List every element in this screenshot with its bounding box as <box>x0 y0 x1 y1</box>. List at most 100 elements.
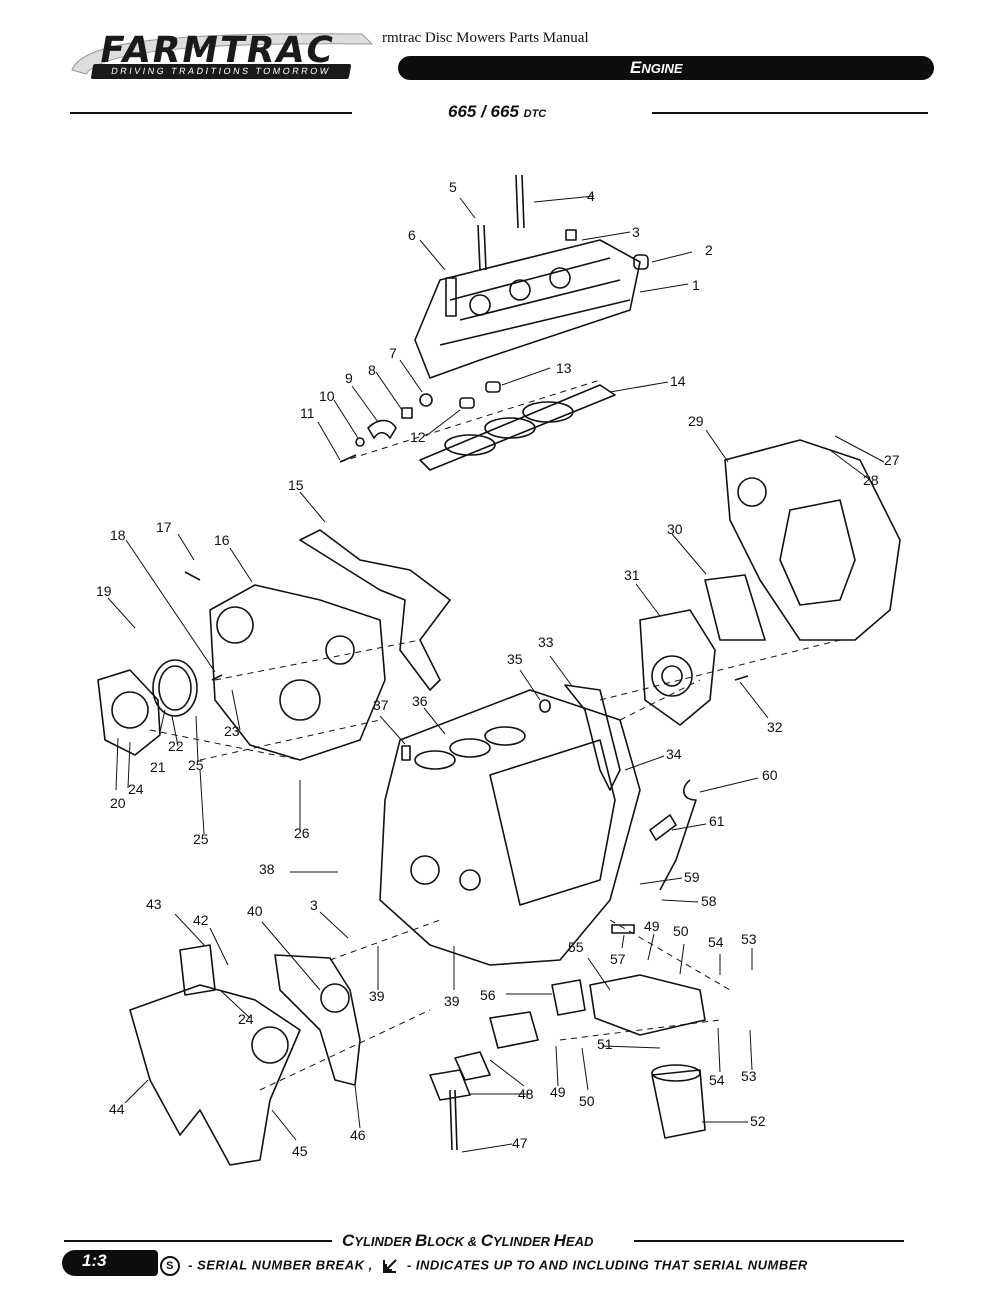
callout-56: 56 <box>480 987 496 1003</box>
callout-3a: 3 <box>632 224 640 240</box>
callout-37: 37 <box>373 697 389 713</box>
callout-46: 46 <box>350 1127 366 1143</box>
oil-filter <box>651 1069 706 1139</box>
title-part: B <box>414 1231 428 1250</box>
up-to-arrow-icon <box>382 1259 397 1273</box>
callout-53a: 53 <box>741 1068 757 1084</box>
callout-55: 55 <box>568 939 584 955</box>
callout-8: 8 <box>368 362 376 378</box>
title-part: H <box>553 1231 566 1250</box>
header-rule-left <box>70 112 352 114</box>
header-rule-right <box>652 112 928 114</box>
page-badge <box>62 1250 158 1276</box>
callout-44: 44 <box>109 1101 125 1117</box>
callout-19: 19 <box>96 583 112 599</box>
callout-11: 11 <box>300 405 315 421</box>
callout-58: 58 <box>701 893 717 909</box>
callout-49b: 49 <box>644 918 660 934</box>
section-label-rest: NGINE <box>641 61 683 76</box>
callout-40: 40 <box>247 903 263 919</box>
callout-24a: 24 <box>128 781 144 797</box>
callout-38: 38 <box>259 861 275 877</box>
callout-7: 7 <box>389 345 397 361</box>
callout-39a: 39 <box>369 988 385 1004</box>
callout-54b: 54 <box>708 934 724 950</box>
callout-15: 15 <box>288 477 304 493</box>
callout-36: 36 <box>412 693 428 709</box>
callout-49a: 49 <box>550 1084 566 1100</box>
callout-57: 57 <box>610 951 626 967</box>
page-number: 1:3 <box>82 1251 107 1270</box>
callout-21: 21 <box>150 759 166 775</box>
callout-14: 14 <box>670 373 686 389</box>
callout-3b: 3 <box>310 897 318 913</box>
callout-33: 33 <box>538 634 554 650</box>
diagram-title: CYLINDER BLOCK & CYLINDER HEAD <box>342 1231 593 1251</box>
model-heading: 665 / 665 DTC <box>448 102 546 122</box>
front-plate <box>129 984 301 1166</box>
oil-pump <box>589 974 706 1036</box>
callout-10: 10 <box>319 388 335 404</box>
callout-50a: 50 <box>579 1093 595 1109</box>
manual-title: rmtrac Disc Mowers Parts Manual <box>382 30 589 46</box>
callout-6: 6 <box>408 227 416 243</box>
callout-48: 48 <box>518 1086 534 1102</box>
callout-32: 32 <box>767 719 783 735</box>
callout-34: 34 <box>666 746 682 762</box>
callout-31: 31 <box>624 567 640 583</box>
cylinder-head <box>414 239 641 379</box>
callout-24b: 24 <box>238 1011 254 1027</box>
section-banner <box>398 56 934 80</box>
serial-break-icon: S <box>160 1256 180 1276</box>
callout-9: 9 <box>345 370 353 386</box>
serial-break-text: - SERIAL NUMBER BREAK , <box>188 1257 373 1273</box>
callout-39b: 39 <box>444 993 460 1009</box>
callout-22: 22 <box>168 738 184 754</box>
exploded-parts-diagram: 1 2 3 4 5 6 7 8 9 10 11 12 13 14 15 16 1… <box>96 174 901 1166</box>
callout-28: 28 <box>863 472 879 488</box>
title-part: LOCK & <box>427 1234 481 1249</box>
callout-18: 18 <box>110 527 126 543</box>
callout-12: 12 <box>410 429 426 445</box>
callout-43: 43 <box>146 896 162 912</box>
rear-plate <box>724 439 901 641</box>
head-gasket <box>419 384 616 471</box>
callout-35: 35 <box>507 651 523 667</box>
timing-cover <box>209 584 386 761</box>
callout-4: 4 <box>587 188 595 204</box>
callout-29: 29 <box>688 413 704 429</box>
serial-legend: S - SERIAL NUMBER BREAK , - INDICATES UP… <box>160 1256 808 1276</box>
callout-25a: 25 <box>188 757 204 773</box>
footer-rule-left <box>64 1240 332 1242</box>
cylinder-block <box>379 689 641 966</box>
model-main: 665 / 665 <box>448 102 519 121</box>
callout-26: 26 <box>294 825 310 841</box>
callout-61: 61 <box>709 813 725 829</box>
callout-51: 51 <box>597 1036 613 1052</box>
brand-tagline: DRIVING TRADITIONS TOMORROW <box>90 64 352 79</box>
farmtrac-logo <box>71 33 374 75</box>
title-part: C <box>342 1231 355 1250</box>
title-part: C <box>480 1231 493 1250</box>
arrow-legend-text: - INDICATES UP TO AND INCLUDING THAT SER… <box>406 1257 808 1273</box>
callout-20: 20 <box>110 795 126 811</box>
callout-27: 27 <box>884 452 900 468</box>
callout-5: 5 <box>449 179 457 195</box>
callout-47: 47 <box>512 1135 528 1151</box>
callout-60: 60 <box>762 767 778 783</box>
title-part: YLINDER <box>492 1234 554 1249</box>
callout-30: 30 <box>667 521 683 537</box>
title-part: EAD <box>565 1234 594 1249</box>
title-part: YLINDER <box>354 1234 415 1249</box>
callout-52: 52 <box>750 1113 766 1129</box>
callout-25b: 25 <box>193 831 209 847</box>
callout-16: 16 <box>214 532 230 548</box>
callout-1: 1 <box>692 277 700 293</box>
model-suffix: DTC <box>523 108 547 120</box>
callout-59: 59 <box>684 869 700 885</box>
callout-2: 2 <box>705 242 713 258</box>
section-label-first: E <box>630 58 642 77</box>
callout-23: 23 <box>224 723 240 739</box>
callout-45: 45 <box>292 1143 308 1159</box>
callout-54a: 54 <box>709 1072 725 1088</box>
